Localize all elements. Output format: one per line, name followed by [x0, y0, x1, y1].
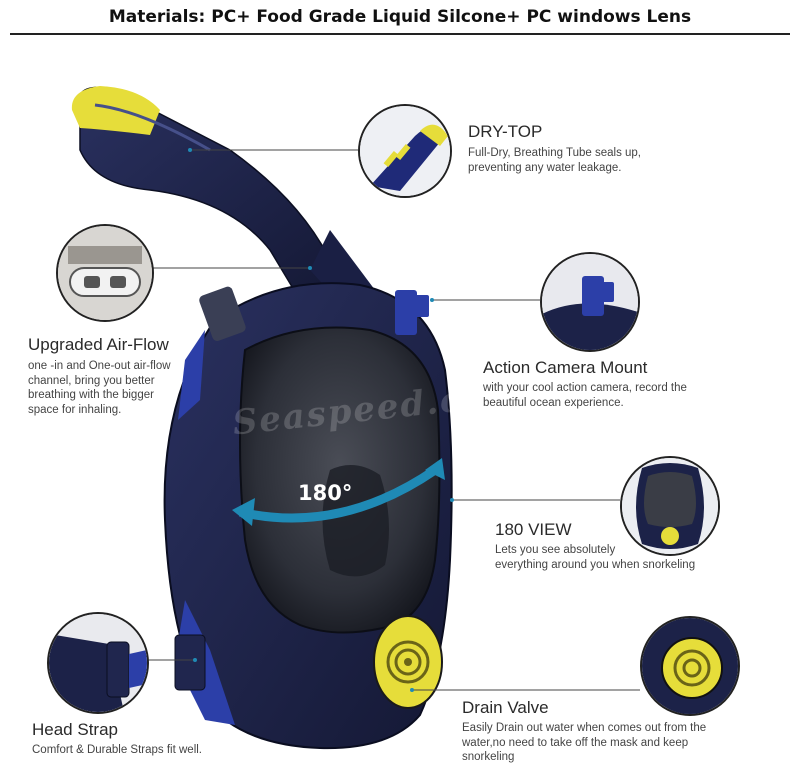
title-divider: [10, 33, 790, 35]
air-flow-label: Upgraded Air-Flow: [28, 335, 169, 354]
drain-valve-label: Drain Valve: [462, 698, 549, 717]
dry-top-detail: [358, 104, 452, 198]
air-flow-detail: [56, 224, 154, 322]
drain-valve-detail: [640, 616, 740, 716]
drain-valve-desc: Easily Drain out water when comes out fr…: [462, 722, 707, 763]
head-strap-desc: Comfort & Durable Straps fit well.: [32, 744, 203, 756]
dry-top-desc: Full-Dry, Breathing Tube seals up,preven…: [468, 147, 642, 174]
camera-mount-label: Action Camera Mount: [483, 358, 648, 377]
page-title: Materials: PC+ Food Grade Liquid Silcone…: [108, 7, 692, 27]
front-view-detail: [620, 456, 720, 556]
camera-mount-desc: with your cool action camera, record the…: [483, 382, 687, 409]
view-label: 180 VIEW: [495, 520, 572, 539]
rotation-arrow-icon: [232, 498, 255, 526]
head-strap-label: Head Strap: [32, 720, 118, 739]
camera-mount-detail: [540, 252, 640, 352]
dry-top-label: DRY-TOP: [468, 122, 543, 141]
head-strap-detail: [47, 612, 149, 714]
view-angle-label: 180°: [298, 481, 353, 505]
